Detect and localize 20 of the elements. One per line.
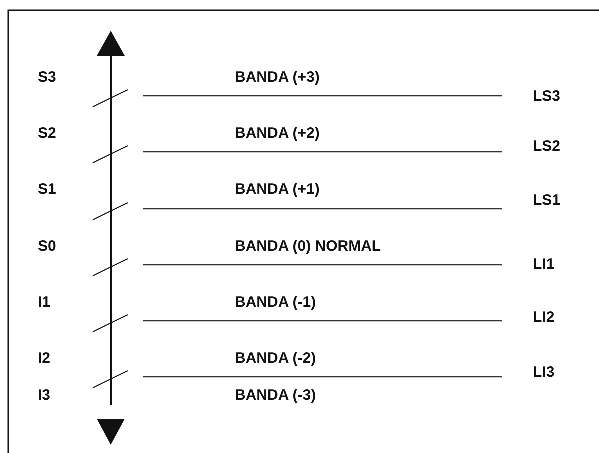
limit-label: LI1 bbox=[533, 256, 555, 274]
level-label: I3 bbox=[38, 387, 51, 405]
level-label: I1 bbox=[38, 294, 51, 312]
limit-label: LS3 bbox=[533, 88, 561, 106]
level-label: I2 bbox=[38, 350, 51, 368]
band-label: BANDA (-3) bbox=[235, 387, 316, 405]
level-label: S2 bbox=[38, 125, 56, 143]
level-label: S0 bbox=[38, 238, 56, 256]
band-label: BANDA (+1) bbox=[235, 181, 320, 199]
level-label: S3 bbox=[38, 69, 56, 87]
band-label: BANDA (+3) bbox=[235, 69, 320, 87]
level-label: S1 bbox=[38, 181, 56, 199]
band-label: BANDA (-2) bbox=[235, 350, 316, 368]
band-label: BANDA (0) NORMAL bbox=[235, 238, 382, 256]
limit-label: LI2 bbox=[533, 309, 555, 327]
band-label: BANDA (-1) bbox=[235, 294, 316, 312]
band-label: BANDA (+2) bbox=[235, 125, 320, 143]
limit-label: LS1 bbox=[533, 192, 561, 210]
limit-label: LI3 bbox=[533, 364, 555, 382]
limit-label: LS2 bbox=[533, 138, 561, 156]
